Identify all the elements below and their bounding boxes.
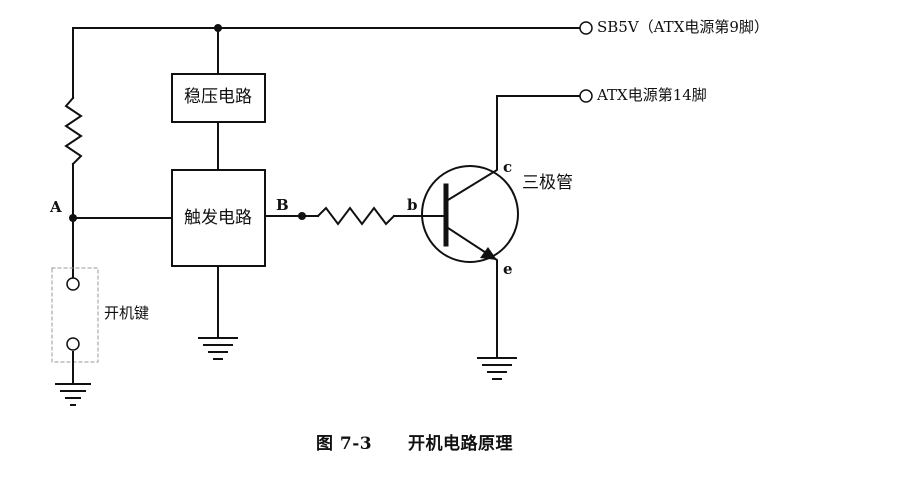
node-b-label: B [276,196,289,214]
atx14-terminal [579,89,593,103]
emitter-pin-label: e [503,260,513,278]
trigger-label: 触发电路 [184,208,252,228]
ground-symbol-emitter [477,357,517,380]
sb5v-terminal [579,21,593,35]
ground-symbol-trigger [198,337,238,360]
junction-dot-a [69,214,77,222]
collector-pin-label: c [503,158,513,176]
emitter-lead [446,226,498,357]
switch-label: 开机键 [104,304,150,322]
pullup-resistor [64,96,83,166]
transistor-label: 三极管 [522,173,573,193]
base-resistor [316,206,396,226]
sb5v-label: SB5V（ATX电源第9脚） [597,18,769,36]
node-a-label: A [50,198,62,216]
figure-title: 开机电路原理 [408,434,513,454]
junction-dot-b [298,212,306,220]
junction-dot-rail [214,24,222,32]
base-pin-label: b [407,196,418,214]
collector-lead [446,95,498,202]
switch-contact-top [66,277,80,291]
atx14-label: ATX电源第14脚 [597,86,707,104]
emitter-arrow [480,247,497,260]
switch-contact-bottom [66,337,80,351]
ground-symbol-switch [55,383,91,406]
figure-number: 图 7-3 [316,434,373,454]
regulator-label: 稳压电路 [184,87,252,107]
switch-frame [51,267,99,363]
transistor-body [421,165,519,263]
